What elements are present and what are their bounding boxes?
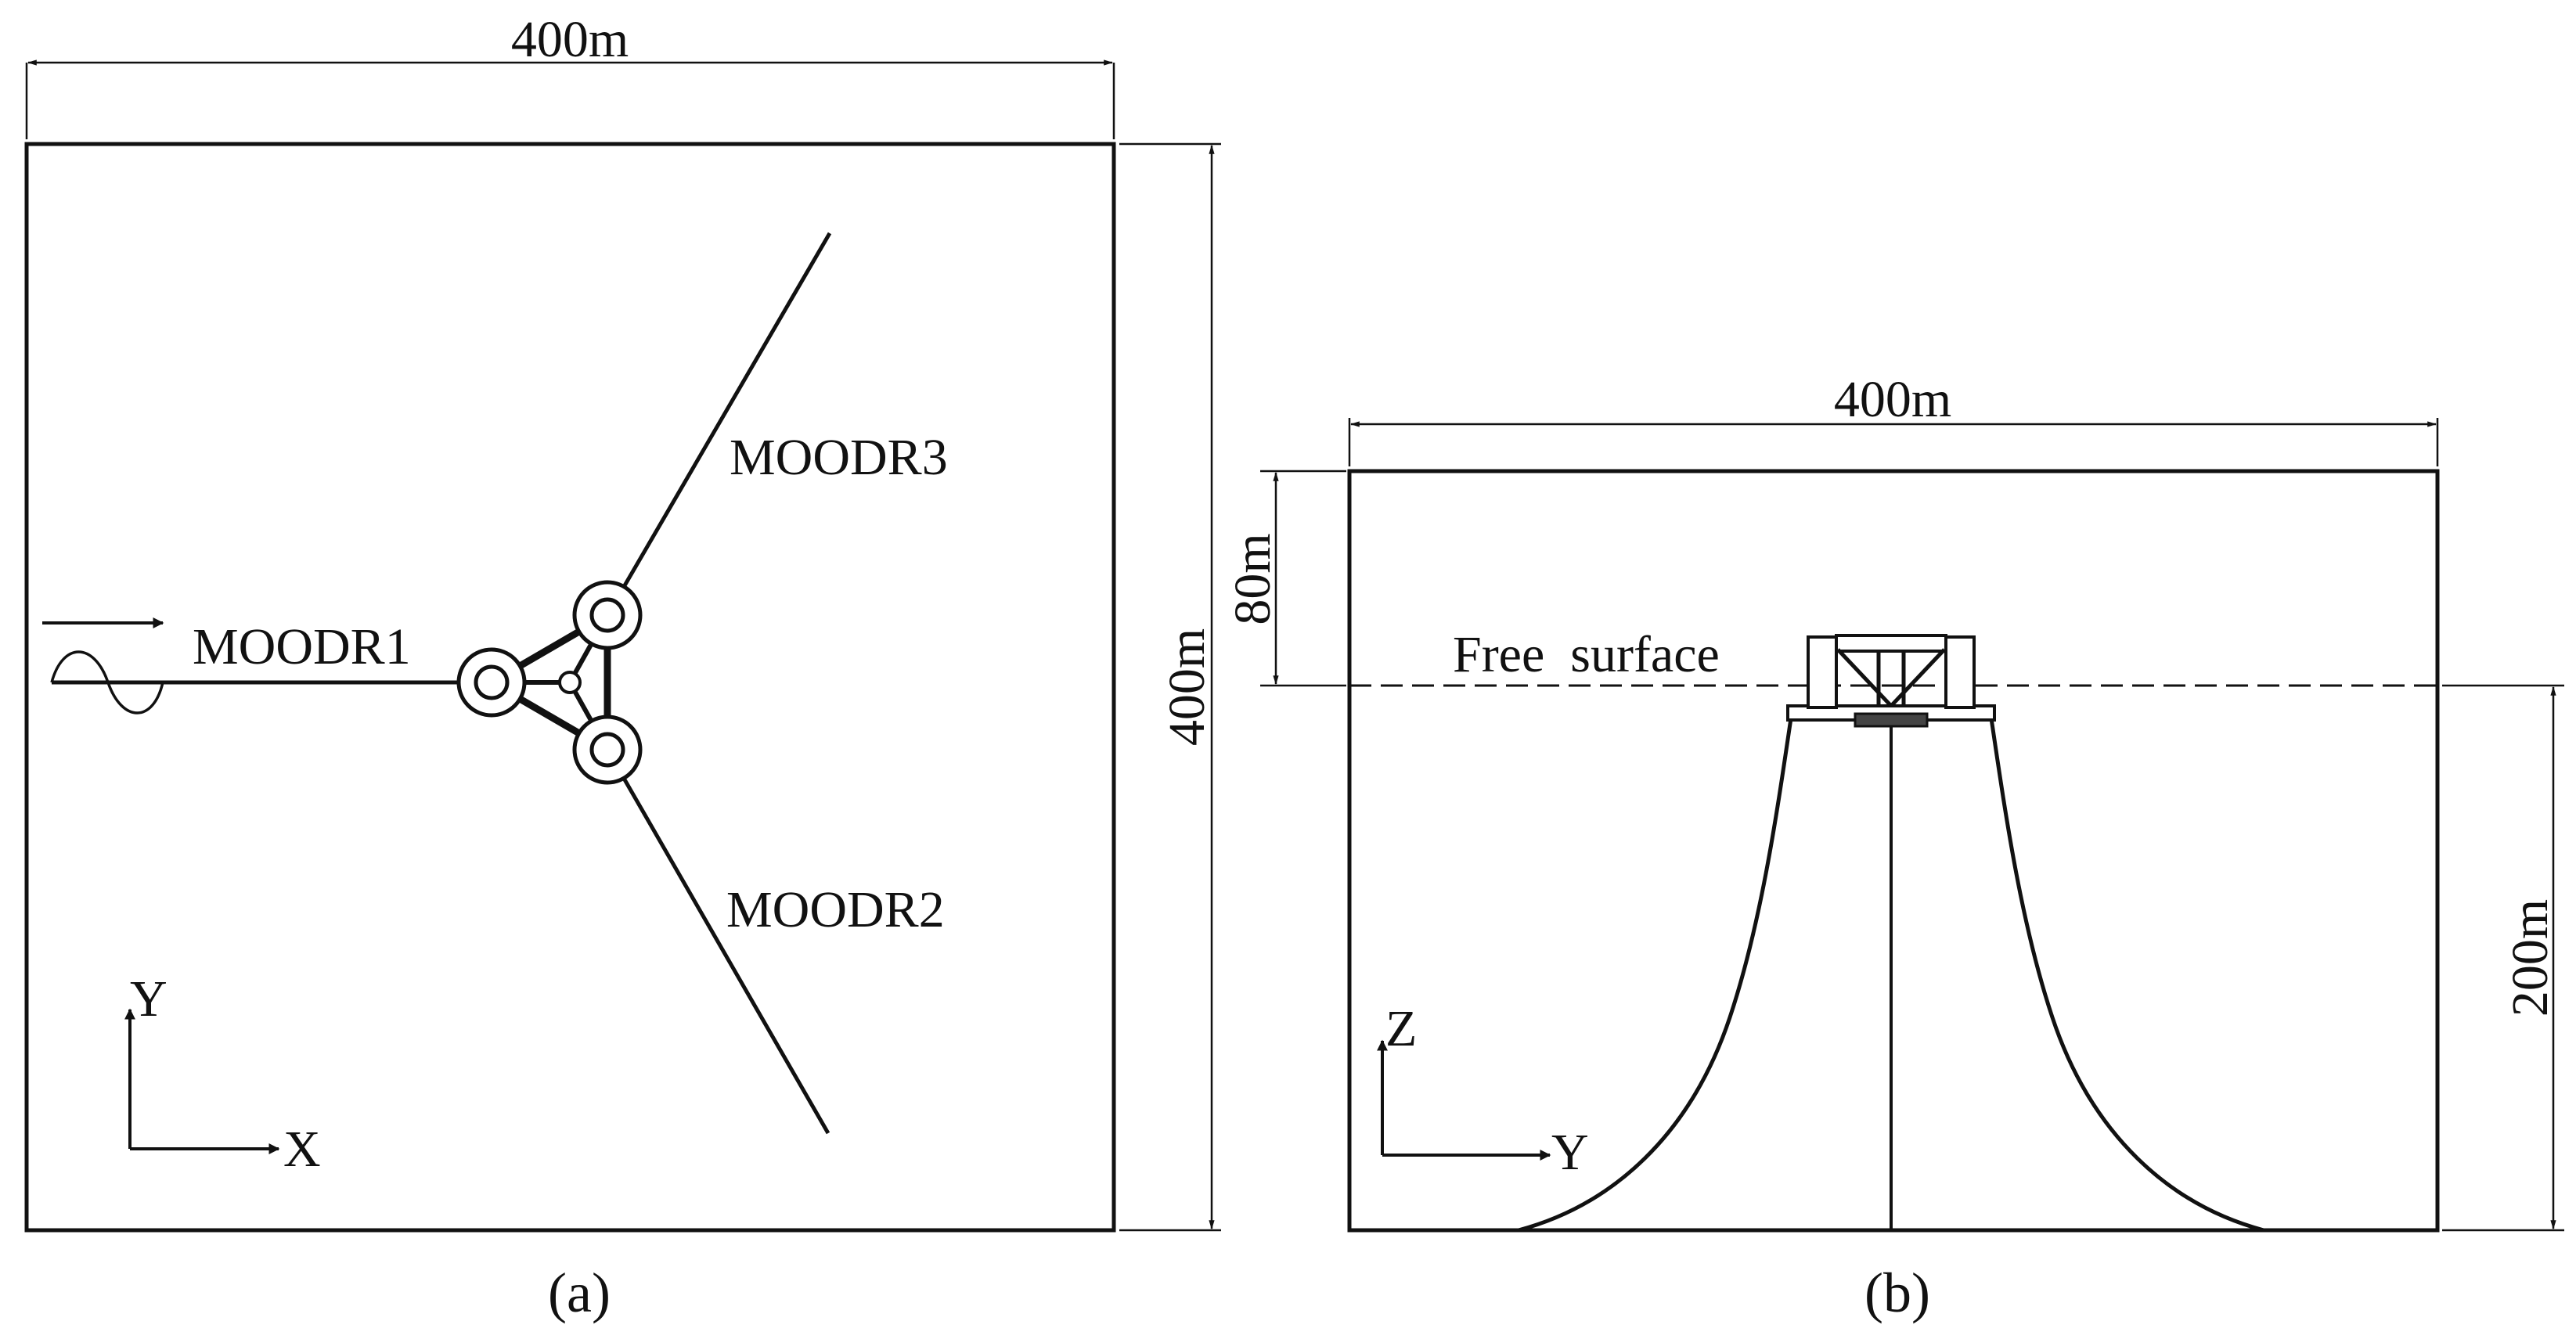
panel-a-height-label: 400m (1158, 628, 1216, 746)
panel-b-side-view: 400m 80m 200m Free surface (1224, 371, 2564, 1324)
panel-a-domain-box (24, 142, 1116, 1233)
free-surface-label: Free surface (1453, 626, 1720, 683)
panel-a-axes: Y X (124, 970, 321, 1178)
mooring-catenary-left (1487, 718, 1793, 1233)
panel-a-caption: (a) (548, 1262, 611, 1324)
panel-a-top-view: 400m 400m MO (24, 11, 1221, 1324)
panel-b-axes: Z Y (1377, 1000, 1589, 1181)
center-column (558, 671, 582, 694)
axis-label-z: Z (1385, 1000, 1417, 1057)
panel-a-width-label: 400m (511, 11, 629, 68)
air-gap-label: 80m (1224, 533, 1281, 625)
axis-label-y-side: Y (1551, 1124, 1589, 1181)
panel-a-height-dimension: 400m (1119, 142, 1221, 1232)
mooring-catenary-right (1989, 718, 2297, 1233)
panel-a-width-dimension: 400m (25, 11, 1115, 139)
axis-label-y: Y (130, 970, 168, 1028)
water-depth-label: 200m (2502, 899, 2559, 1017)
mooring-label-1: MOODR1 (193, 618, 411, 675)
semi-submersible-platform-side (1786, 634, 1996, 728)
panel-b-width-label: 400m (1834, 371, 1951, 428)
air-gap-dimension: 80m (1224, 470, 1346, 687)
mooring-line-2 (605, 748, 830, 1135)
water-depth-dimension: 200m (2442, 684, 2564, 1232)
semi-submersible-platform-top (456, 580, 643, 785)
panel-b-width-dimension: 400m (1348, 371, 2439, 466)
panel-b-caption: (b) (1864, 1262, 1930, 1324)
mooring-label-3: MOODR3 (730, 429, 948, 486)
axis-label-x: X (283, 1121, 321, 1178)
panel-b-domain-box (1347, 469, 2440, 1233)
mooring-line-3 (605, 232, 832, 617)
mooring-label-2: MOODR2 (726, 881, 945, 938)
